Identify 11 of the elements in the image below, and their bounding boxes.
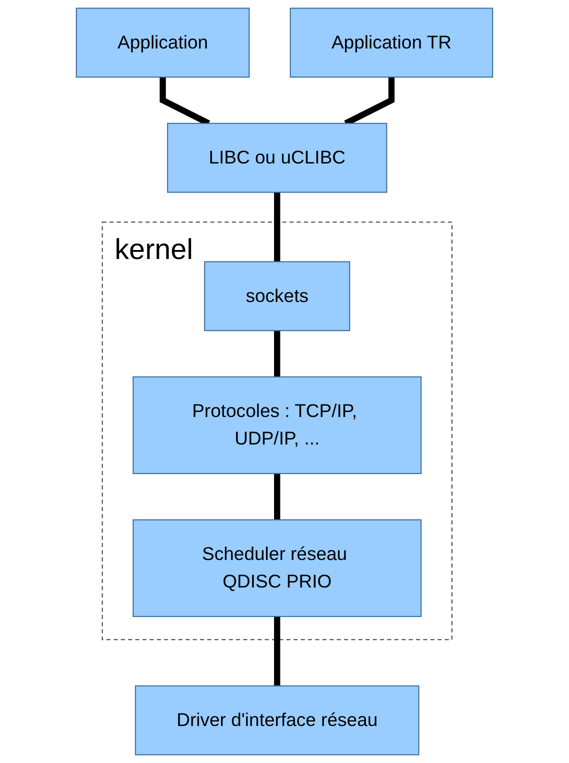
connector — [274, 474, 280, 520]
connector — [274, 616, 280, 686]
node-box: Application — [76, 8, 250, 78]
node-box: Protocoles : TCP/IP, UDP/IP, ... — [132, 376, 422, 474]
node-box: sockets — [204, 261, 350, 332]
connector — [274, 192, 280, 262]
node-box: Scheduler réseau QDISC PRIO — [132, 519, 422, 617]
node-box: Driver d'interface réseau — [134, 685, 420, 756]
node-box: LIBC ou uCLIBC — [167, 122, 388, 193]
connector — [274, 330, 280, 377]
node-box: Application TR — [290, 8, 494, 78]
